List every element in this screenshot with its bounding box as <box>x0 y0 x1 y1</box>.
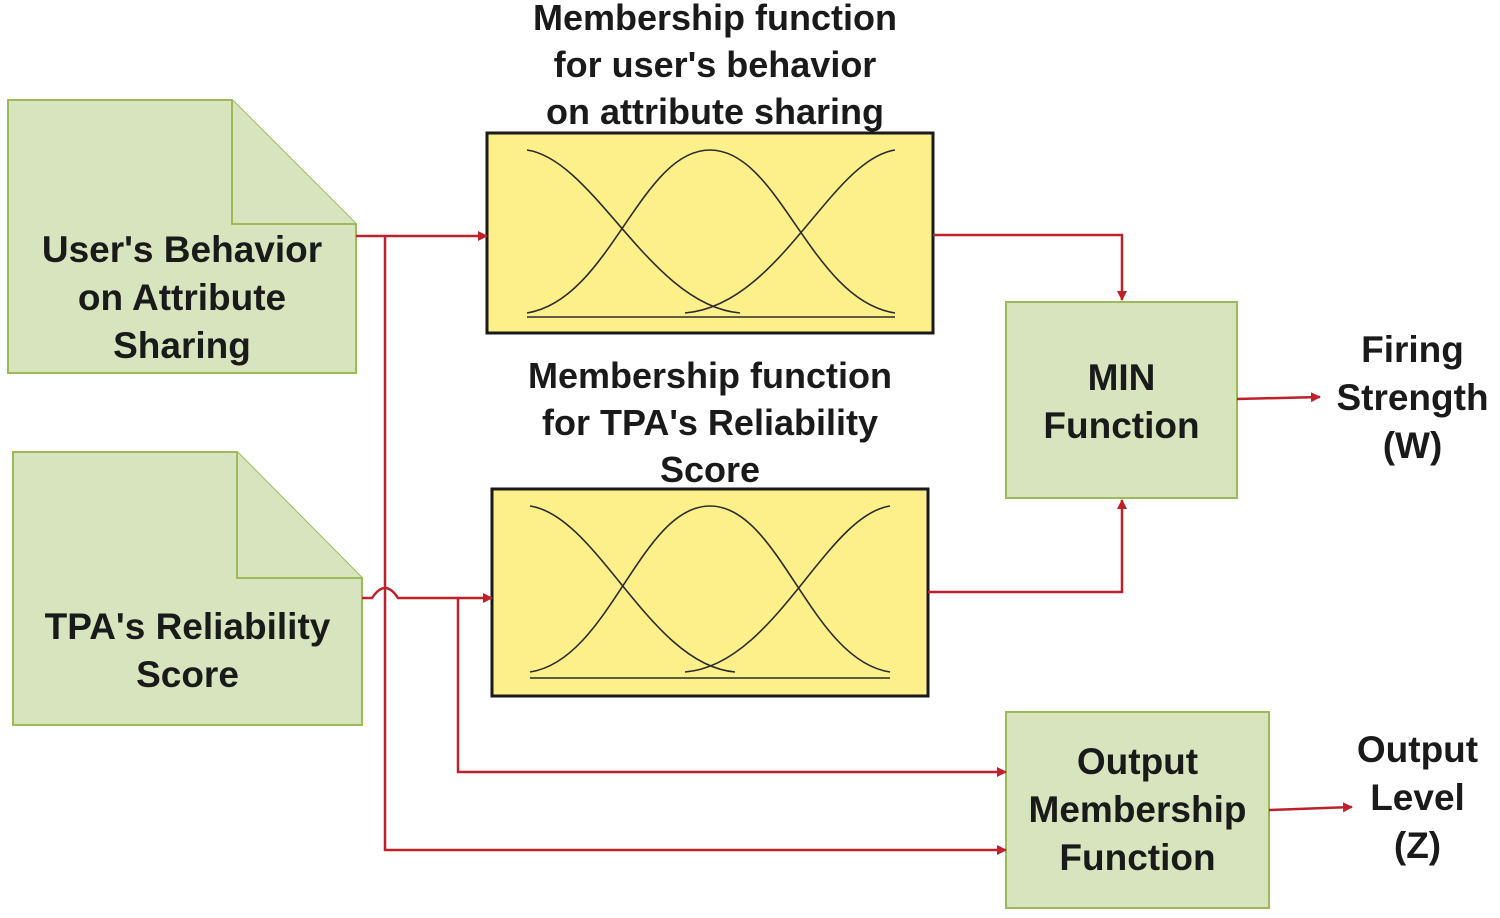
min-function-box <box>1005 301 1238 499</box>
input-behavior-label: User's Behavior on Attribute Sharing <box>41 229 323 366</box>
arrow-output-mf-to-level <box>1268 802 1353 813</box>
mf-behavior-curves <box>526 149 896 318</box>
input-behavior-doc <box>7 99 357 374</box>
mf-behavior-title: Membership function for user's behavior … <box>532 0 897 132</box>
input-reliability-label: TPA's Reliability Score <box>44 606 331 695</box>
arrow-reliability-to-output-mf <box>456 598 1007 777</box>
output-level-label: Output Level (Z) <box>1356 729 1479 866</box>
arrow-mf-behavior-to-min <box>933 233 1127 301</box>
mf-behavior-box <box>485 131 935 335</box>
arrow-reliability-to-mf <box>362 586 493 603</box>
mf-reliability-curves <box>529 505 891 679</box>
firing-strength-label: Firing Strength (W) <box>1336 329 1489 466</box>
mf-reliability-title: Membership function for TPA's Reliabilit… <box>527 355 892 490</box>
output-mf-label: Output Membership Function <box>1028 741 1247 878</box>
arrow-mf-reliability-to-min <box>928 499 1127 594</box>
output-mf-box <box>1005 711 1270 909</box>
input-reliability-doc <box>12 451 363 726</box>
connectors <box>356 231 1353 855</box>
arrow-behavior-to-output-mf <box>383 236 1007 855</box>
mf-reliability-box <box>490 487 930 698</box>
arrow-min-to-firing <box>1236 392 1321 403</box>
min-function-label: MIN Function <box>1043 357 1200 446</box>
